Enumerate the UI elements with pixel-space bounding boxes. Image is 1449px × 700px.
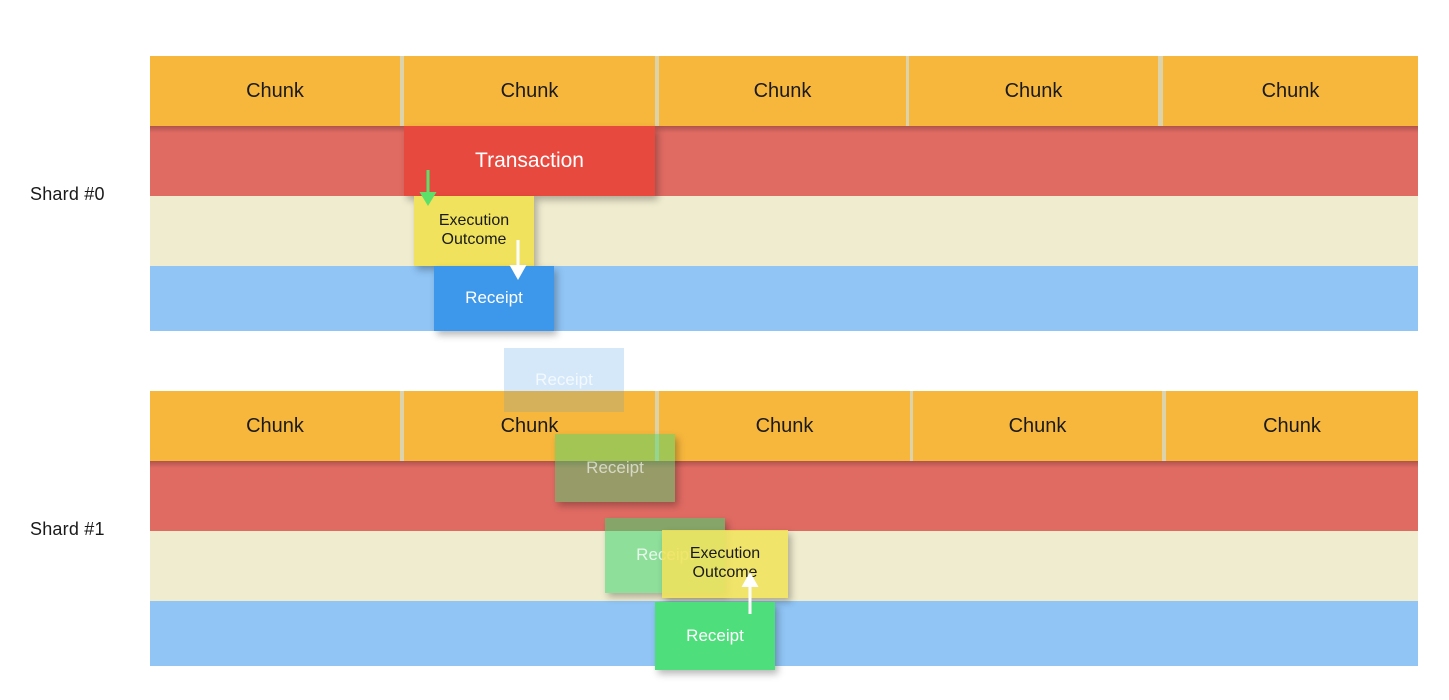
shard-1-chunk-4[interactable]: Chunk <box>1166 391 1418 461</box>
shard-0-transaction-box[interactable]: Transaction <box>404 126 655 196</box>
shard-0-chunk-0[interactable]: Chunk <box>150 56 400 126</box>
chunk-label: Chunk <box>1261 80 1320 102</box>
shard-1-label: Shard #1 <box>30 519 105 539</box>
shard-1-execution-outcome-box[interactable]: Execution Outcome <box>662 530 788 598</box>
execution-outcome-line-1: Execution <box>438 212 510 230</box>
receipt-label: Receipt <box>465 288 523 308</box>
receipt-label: Receipt <box>586 457 644 477</box>
shard-1-chunk-2[interactable]: Chunk <box>659 391 910 461</box>
shard-1-receipt-box[interactable]: Receipt <box>655 602 775 670</box>
shard-1-transaction-stripe <box>150 461 1418 531</box>
shard-1-chunk-0[interactable]: Chunk <box>150 391 400 461</box>
receipt-label: Receipt <box>686 625 744 645</box>
shard-1-chunk-1[interactable]: Chunk <box>404 391 655 461</box>
shard-0-receipt-stripe <box>150 266 1418 331</box>
shard-0-receipt-box[interactable]: Receipt <box>434 266 554 331</box>
chunk-label: Chunk <box>1004 80 1063 102</box>
chunk-label: Chunk <box>1263 415 1321 437</box>
execution-outcome-line-2: Outcome <box>692 564 758 581</box>
shard-0-chunk-1[interactable]: Chunk <box>404 56 655 126</box>
chunk-label: Chunk <box>500 415 559 437</box>
chunk-label: Chunk <box>1008 415 1067 437</box>
execution-outcome-line-2: Outcome <box>441 231 507 248</box>
shard-1-receipt-stripe <box>150 601 1418 666</box>
chunk-label: Chunk <box>755 415 814 437</box>
shard-0-chunk-row: Chunk Chunk Chunk Chunk Chunk <box>150 56 1418 126</box>
chunk-label: Chunk <box>246 80 304 102</box>
shard-1-incoming-receipt-stage-2[interactable]: Receipt <box>555 434 675 502</box>
shard-1-chunk-row: Chunk Chunk Chunk Chunk Chunk <box>150 391 1418 461</box>
transaction-label: Transaction <box>475 148 584 172</box>
shard-0-transaction-stripe <box>150 126 1418 196</box>
shard-0-outcome-stripe <box>150 196 1418 266</box>
execution-outcome-line-1: Execution <box>689 545 761 563</box>
chunk-label: Chunk <box>753 80 812 102</box>
chunk-label: Chunk <box>500 80 559 102</box>
shard-0-label: Shard #0 <box>30 184 105 204</box>
shard-0-chunk-3[interactable]: Chunk <box>909 56 1158 126</box>
shard-0-execution-outcome-box[interactable]: Execution Outcome <box>414 196 534 266</box>
chunk-label: Chunk <box>246 415 304 437</box>
shard-0-chunk-2[interactable]: Chunk <box>659 56 906 126</box>
shard-0-chunk-4[interactable]: Chunk <box>1163 56 1418 126</box>
shard-1-chunk-3[interactable]: Chunk <box>913 391 1162 461</box>
receipt-label: Receipt <box>535 369 593 389</box>
shard-1-incoming-receipt-stage-1-overlay <box>504 391 624 412</box>
